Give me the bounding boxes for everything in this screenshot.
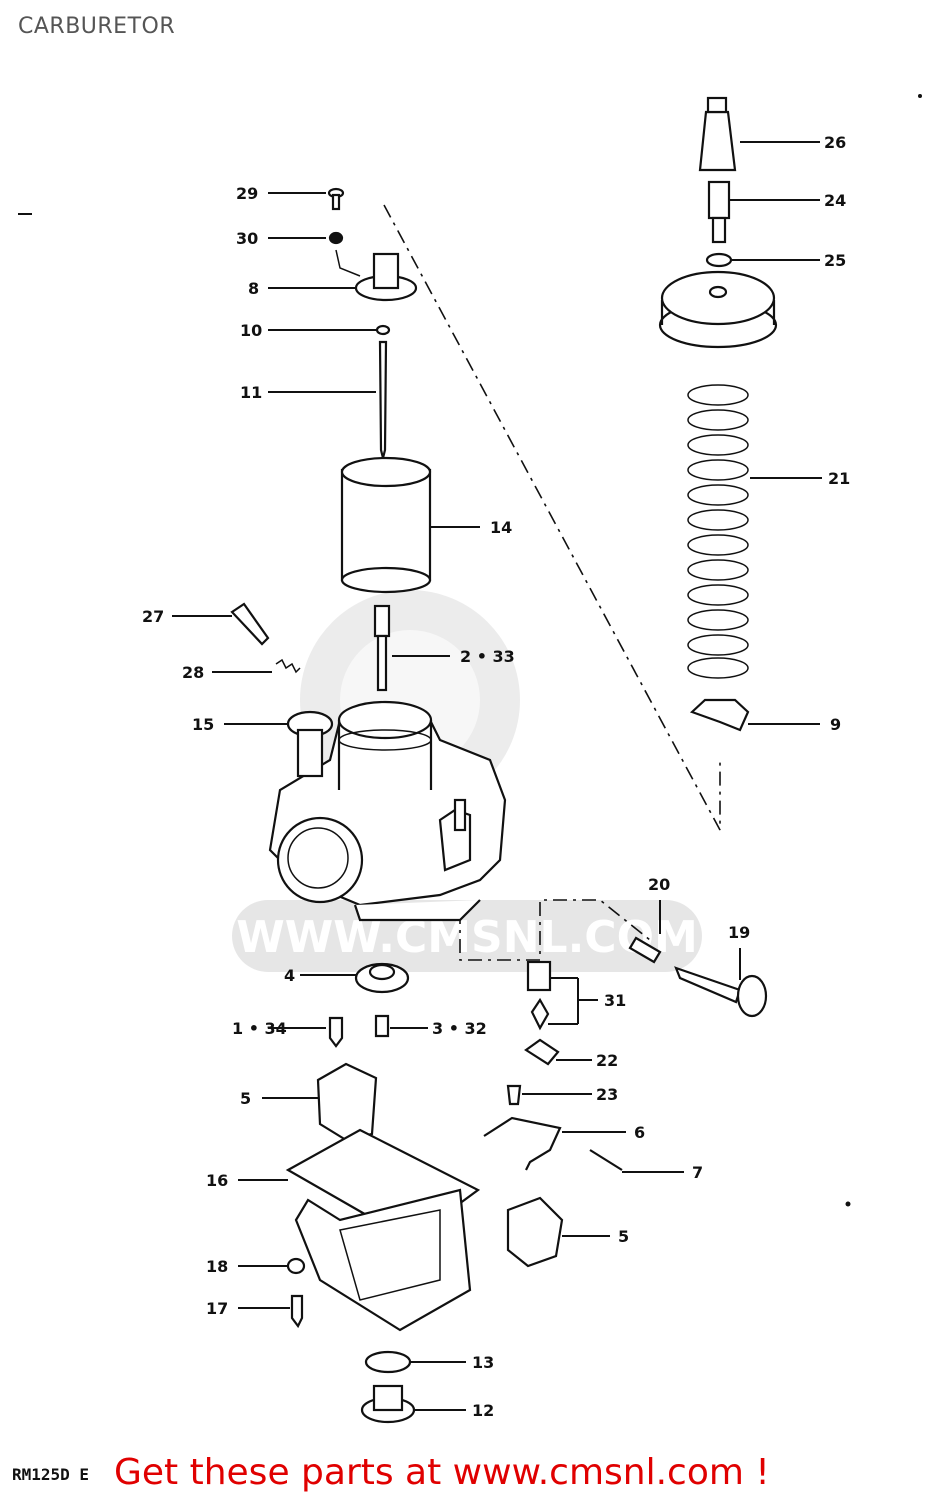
part-5-float [316,1062,378,1142]
callout-labels: 26 24 25 21 9 29 30 8 10 11 14 27 28 2 •… [142,133,850,1420]
assembly-line [383,204,721,831]
part-23-screw [506,1084,522,1106]
callout-15: 15 [192,715,214,734]
part-29-screw [327,187,345,211]
part-3-32-pilot-jet [374,1014,390,1038]
part-27-screw [230,602,270,646]
callout-10: 10 [240,321,262,340]
callout-8: 8 [248,279,259,298]
watermark-text: WWW.CMSNL.COM [236,912,698,963]
callout-25: 25 [824,251,846,270]
callout-5-upper: 5 [240,1089,251,1108]
part-16-float-bowl [285,1128,481,1332]
assembly-line-lower [459,899,651,961]
part-8-retainer [335,249,418,302]
part-26-cap [698,96,737,172]
part-22-plate [524,1038,560,1066]
callout-9: 9 [830,715,841,734]
part-9-plate [689,698,750,732]
callout-6: 6 [634,1123,645,1142]
callout-7: 7 [692,1163,703,1182]
part-17-screw [290,1294,304,1329]
part-1-34-main-jet [328,1016,344,1048]
part-25-nut [705,252,733,268]
callout-14: 14 [490,518,512,537]
part-7-pin [589,1149,623,1171]
part-5-float-side [506,1196,564,1268]
part-15-starter [286,710,334,778]
callout-1-34: 1 • 34 [232,1019,287,1038]
callout-4: 4 [284,966,295,985]
leader-lines [172,141,822,1411]
part-30-washer [328,231,344,245]
part-24-adjuster [707,180,731,244]
diagram-title: CARBURETOR [18,14,176,39]
callout-11: 11 [240,383,262,402]
callout-12: 12 [472,1401,494,1420]
callout-23: 23 [596,1085,618,1104]
part-11-needle [378,340,388,459]
callout-28: 28 [182,663,204,682]
callout-18: 18 [206,1257,228,1276]
scan-dot [845,1201,851,1207]
carburetor-body [268,700,507,922]
callout-26: 26 [824,133,846,152]
callout-19: 19 [728,923,750,942]
callout-16: 16 [206,1171,228,1190]
promo-link-text[interactable]: Get these parts at www.cmsnl.com ! [114,1452,770,1493]
part-20-spring [628,936,662,964]
part-2-33-needle-jet [373,604,391,692]
callout-5-lower: 5 [618,1227,629,1246]
callout-21: 21 [828,469,850,488]
part-19-idle-screw [674,966,768,1018]
part-14-throttle-valve [340,456,432,594]
callout-27: 27 [142,607,164,626]
part-18-ring [286,1257,306,1275]
callout-2-33: 2 • 33 [460,647,515,666]
callout-20: 20 [648,875,670,894]
callout-13: 13 [472,1353,494,1372]
part-10-clip [375,324,391,336]
callout-31: 31 [604,991,626,1010]
callout-17: 17 [206,1299,228,1318]
model-code: RM125D E [12,1465,89,1484]
part-13-o-ring [364,1350,412,1374]
callout-24: 24 [824,191,846,210]
callout-22: 22 [596,1051,618,1070]
callout-30: 30 [236,229,258,248]
part-6-float-arm [483,1116,562,1171]
part-28-spring [275,658,301,674]
part-4-float-valve-seat [354,962,410,994]
callout-29: 29 [236,184,258,203]
part-top-cover [658,270,778,349]
scan-dot [918,94,922,98]
part-21-spring [687,384,749,679]
part-12-drain-plug [360,1384,416,1424]
callout-3-32: 3 • 32 [432,1019,487,1038]
part-31-float-valve [526,960,552,1031]
